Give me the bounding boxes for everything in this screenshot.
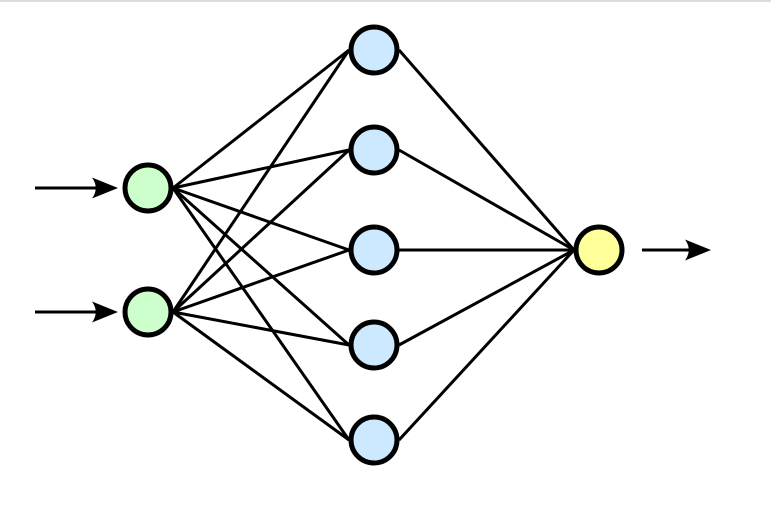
hidden-node-5	[348, 414, 400, 466]
hidden-node-4	[348, 319, 400, 371]
input-node-2	[122, 286, 174, 338]
hidden-node-3	[348, 224, 400, 276]
output-arrow-head-icon	[685, 239, 711, 261]
edge-i2-h2	[171, 148, 351, 314]
edge-i1-h5	[171, 187, 351, 441]
edge-i2-h3	[172, 248, 350, 314]
edge-i2-h4	[172, 310, 350, 347]
edge-i2-h1	[171, 49, 351, 313]
input-node-1	[122, 162, 174, 214]
edge-i1-h3	[172, 186, 350, 252]
input-arrow-1-head-icon	[92, 177, 118, 199]
edge-h1-o1	[397, 49, 576, 251]
edge-h4-o1	[398, 248, 575, 347]
input-arrow-2-head-icon	[92, 301, 118, 323]
edge-h5-o1	[397, 248, 576, 442]
hidden-node-2	[348, 124, 400, 176]
edge-i2-h5	[172, 310, 350, 442]
hidden-node-1	[348, 24, 400, 76]
edge-i1-h4	[172, 186, 350, 347]
top-edge-strip	[0, 0, 771, 2]
edge-h2-o1	[398, 148, 575, 252]
edge-i1-h2	[172, 148, 350, 190]
output-node-1	[573, 224, 625, 276]
edge-i1-h1	[172, 48, 350, 190]
